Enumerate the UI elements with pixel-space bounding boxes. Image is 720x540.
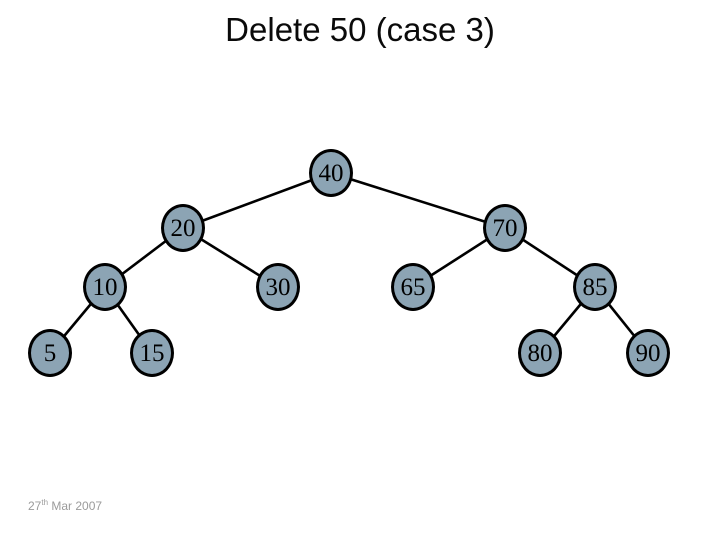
tree-node-85: 85 (573, 263, 617, 311)
tree-node-70: 70 (483, 204, 527, 252)
tree-node-30: 30 (256, 263, 300, 311)
tree-node-5: 5 (28, 329, 72, 377)
tree-node-10: 10 (83, 263, 127, 311)
footer-rest: Mar 2007 (48, 499, 103, 513)
tree-node-20: 20 (161, 204, 205, 252)
footer-ordinal: th (41, 498, 49, 507)
slide-title: Delete 50 (case 3) (225, 11, 495, 48)
footer-day: 27 (28, 499, 42, 513)
tree-edge-40-20 (182, 171, 332, 230)
slide-footer-date: 27th Mar 2007 (28, 498, 103, 514)
tree-node-15: 15 (130, 329, 174, 377)
tree-edge-40-70 (330, 171, 506, 230)
tree-node-80: 80 (518, 329, 562, 377)
tree-node-90: 90 (626, 329, 670, 377)
tree-node-65: 65 (391, 263, 435, 311)
tree-node-40: 40 (309, 149, 353, 197)
